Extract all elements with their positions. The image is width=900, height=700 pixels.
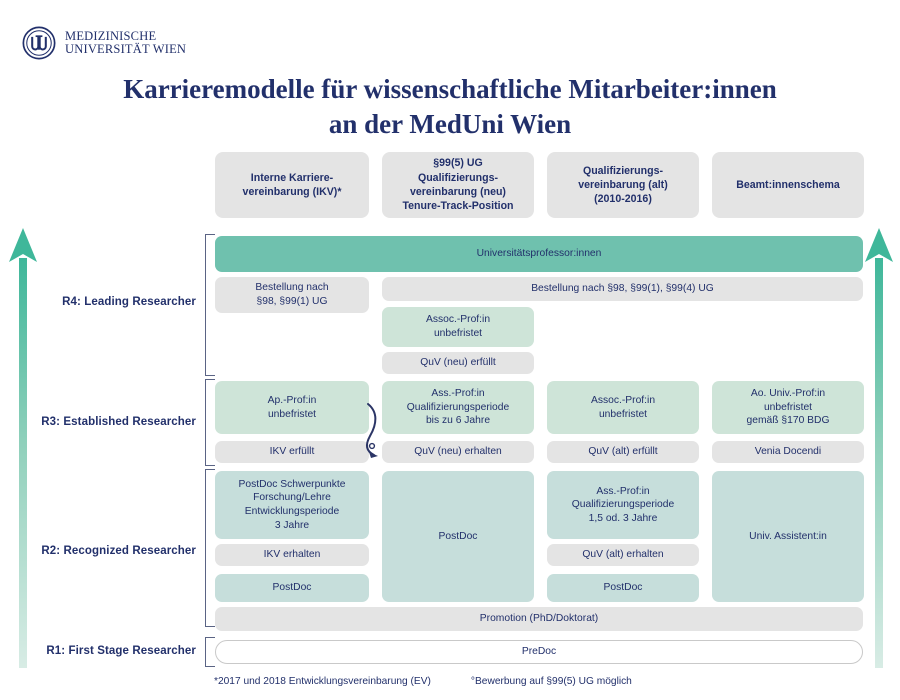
- column-header-ikv: Interne Karriere-vereinbarung (IKV)*: [215, 152, 369, 218]
- box-postdoc-col1-bottom: PostDoc: [215, 574, 369, 602]
- box-universitaetsprofessorinnen: Universitätsprofessor:innen: [215, 236, 863, 272]
- bracket-r4: [205, 234, 215, 376]
- box-ikv-erfuellt: IKV erfüllt: [215, 441, 369, 463]
- box-quv-alt-erhalten: QuV (alt) erhalten: [547, 544, 699, 566]
- box-postdoc-col3-bottom: PostDoc: [547, 574, 699, 602]
- box-quv-neu-erfuellt: QuV (neu) erfüllt: [382, 352, 534, 374]
- column-header-beamtenschema: Beamt:innenschema: [712, 152, 864, 218]
- page-title-line-2: an der MedUni Wien: [328, 108, 572, 139]
- bracket-r2: [205, 469, 215, 627]
- brand-line-1: MEDIZINISCHE: [65, 28, 157, 43]
- box-predoc: PreDoc: [215, 640, 863, 664]
- footnote-2: °Bewerbung auf §99(5) UG möglich: [470, 676, 632, 687]
- page-title: Karrieremodelle für wissenschaftliche Mi…: [0, 72, 900, 141]
- footnotes: *2017 und 2018 Entwicklungsvereinbarung …: [214, 676, 874, 687]
- brand-logo: MEDIZINISCHE UNIVERSITÄT WIEN: [22, 26, 186, 60]
- bracket-r1: [205, 637, 215, 667]
- meduni-wien-monogram-icon: [22, 26, 56, 60]
- up-arrow-icon-right: [864, 228, 894, 668]
- brand-line-2: UNIVERSITÄT WIEN: [65, 42, 187, 56]
- column-header-qv-alt: Qualifizierungs-vereinbarung (alt)(2010-…: [547, 152, 699, 218]
- box-univ-assistentin: Univ. Assistent:in: [712, 471, 864, 602]
- box-bestellung-ikv: Bestellung nach§98, §99(1) UG: [215, 277, 369, 313]
- box-venia-docendi: Venia Docendi: [712, 441, 864, 463]
- box-ikv-erhalten: IKV erhalten: [215, 544, 369, 566]
- row-label-r3: R3: Established Researcher: [41, 416, 196, 428]
- row-label-r4: R4: Leading Researcher: [62, 296, 196, 308]
- curved-down-arrow-icon: [356, 402, 406, 464]
- box-bestellung-span: Bestellung nach §98, §99(1), §99(4) UG: [382, 277, 863, 301]
- page-title-line-1: Karrieremodelle für wissenschaftliche Mi…: [123, 74, 777, 104]
- box-postdoc-col2: PostDoc: [382, 471, 534, 602]
- box-quv-alt-erfuellt: QuV (alt) erfüllt: [547, 441, 699, 463]
- row-label-r1: R1: First Stage Researcher: [46, 645, 196, 657]
- row-label-r2: R2: Recognized Researcher: [41, 545, 196, 557]
- bracket-r3: [205, 379, 215, 466]
- box-quv-neu-erhalten: QuV (neu) erhalten: [382, 441, 534, 463]
- footnote-1: *2017 und 2018 Entwicklungsvereinbarung …: [214, 676, 431, 687]
- up-arrow-icon-left: [8, 228, 38, 668]
- brand-wordmark: MEDIZINISCHE UNIVERSITÄT WIEN: [65, 28, 187, 57]
- box-promotion: Promotion (PhD/Doktorat): [215, 607, 863, 631]
